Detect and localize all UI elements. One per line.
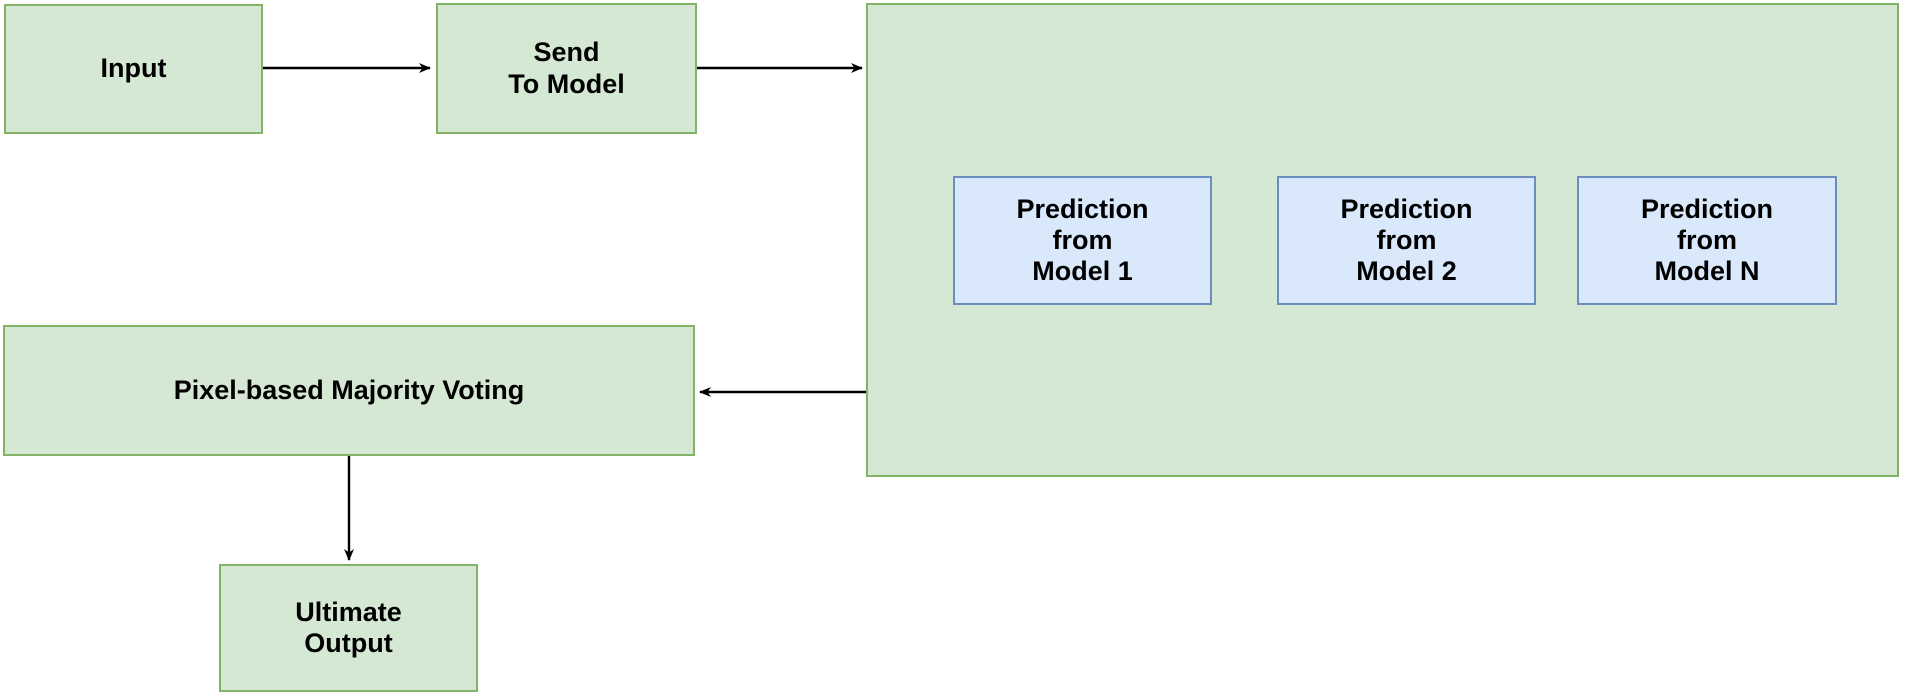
send-to-model-node-label: Send To Model [508, 37, 625, 99]
ultimate-output-node: Ultimate Output [219, 564, 478, 692]
input-node: Input [4, 4, 263, 134]
majority-voting-node-label: Pixel-based Majority Voting [173, 374, 525, 405]
input-node-label: Input [100, 53, 167, 84]
prediction-model-n-node: Prediction from Model N [1577, 176, 1837, 305]
ultimate-output-node-label: Ultimate Output [295, 596, 402, 658]
prediction-model-1-node: Prediction from Model 1 [953, 176, 1212, 305]
prediction-model-1-label: Prediction from Model 1 [1016, 193, 1149, 287]
prediction-model-n-label: Prediction from Model N [1640, 193, 1774, 287]
majority-voting-node: Pixel-based Majority Voting [3, 325, 695, 456]
send-to-model-node: Send To Model [436, 3, 697, 134]
prediction-model-2-label: Prediction from Model 2 [1340, 193, 1473, 287]
prediction-model-2-node: Prediction from Model 2 [1277, 176, 1536, 305]
